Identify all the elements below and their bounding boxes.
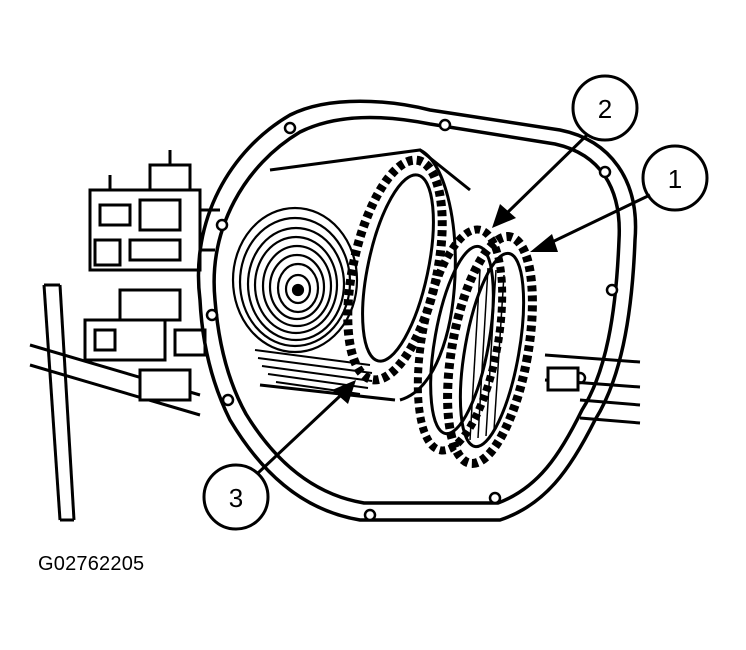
callout-2-arrowhead <box>492 204 516 228</box>
callout-2-label: 2 <box>598 94 612 124</box>
clutch-plate-1 <box>443 232 537 468</box>
callout-2-circle <box>571 74 639 142</box>
callout-1: 1 <box>530 144 709 252</box>
callout-1-label: 1 <box>668 164 682 194</box>
clutch-plate-3 <box>343 155 447 385</box>
callout-2-leader <box>506 132 590 214</box>
callout-1-circle <box>641 144 709 212</box>
callout-3-label: 3 <box>229 483 243 513</box>
callout-2: 2 <box>492 74 639 228</box>
return-spring <box>231 206 359 354</box>
callout-1-leader <box>547 193 651 246</box>
clutch-plate-2 <box>413 225 507 455</box>
callout-3: 3 <box>202 380 356 531</box>
callout-3-circle <box>202 463 270 531</box>
callout-1-arrowhead <box>530 234 558 252</box>
figure-id: G02762205 <box>38 553 145 575</box>
callout-3-arrowhead <box>332 380 356 404</box>
clutch-drum <box>259 148 471 402</box>
output-shaft <box>544 353 641 425</box>
valve-body <box>83 150 220 402</box>
left-shaft <box>29 283 201 522</box>
transmission-case <box>196 99 638 522</box>
callout-3-leader <box>256 394 342 475</box>
